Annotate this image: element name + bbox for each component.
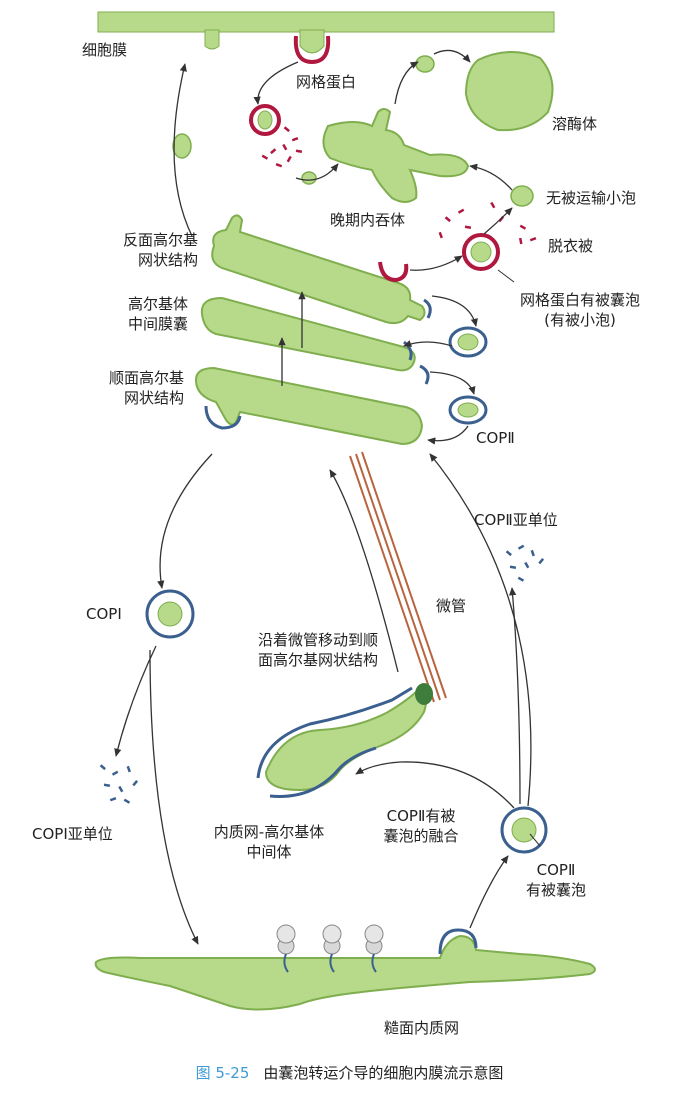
small-vesicle-upper xyxy=(301,171,317,185)
arrow-endosome-up xyxy=(394,61,419,105)
er-golgi-intermediate-compartment xyxy=(256,683,433,798)
plasma-membrane xyxy=(97,11,555,65)
lysosome xyxy=(415,50,554,132)
label-golgi-medial-line2: 中间膜囊 xyxy=(127,315,188,333)
label-clathrin-vesicle: 网格蛋白有被囊泡 (有被小泡) xyxy=(494,290,666,330)
label-copii-golgi: COPⅡ xyxy=(476,429,515,447)
arrow-trans-to-cop xyxy=(431,295,478,327)
label-golgi-medial-line1: 高尔基体 xyxy=(127,295,188,313)
label-plasma-membrane: 细胞膜 xyxy=(82,41,128,59)
clathrin-coat-membrane xyxy=(293,35,331,65)
figure-number: 图 5-25 xyxy=(195,1064,250,1082)
arrow-vesicle-to-endosome xyxy=(295,163,339,181)
label-ergic-line1: 内质网-高尔基体 xyxy=(213,823,325,841)
arrow-copii-to-cis xyxy=(429,453,532,807)
label-copii-coated-line2: 有被囊泡 xyxy=(525,881,586,899)
label-rough-er: 糙面内质网 xyxy=(384,1019,460,1037)
flow-arrows xyxy=(114,49,532,945)
trans-golgi-network xyxy=(211,214,426,325)
label-copii-coated-vesicle: COPⅡ 有被囊泡 xyxy=(506,860,606,900)
arrow-to-lysosome xyxy=(433,49,471,63)
cop-vesicle-golgi-1 xyxy=(448,326,488,358)
label-copii-fusion-line2: 囊泡的融合 xyxy=(383,827,459,845)
label-cis-golgi: 顺面高尔基 网状结构 xyxy=(80,368,184,408)
label-cis-golgi-line2: 网状结构 xyxy=(123,389,184,407)
label-lysosome: 溶酶体 xyxy=(552,115,598,133)
clathrin-fragments-upper xyxy=(261,126,303,168)
label-clathrin-vesicle-line2: (有被小泡) xyxy=(544,311,616,329)
arrow-copii-to-subunit xyxy=(509,587,521,805)
label-trans-golgi-line2: 网状结构 xyxy=(137,251,198,269)
vesicle-to-membrane xyxy=(172,133,192,159)
arrow-golgi-to-clathrin xyxy=(409,255,463,271)
uncoating-fragments xyxy=(438,201,537,245)
clathrin-vesicle-right xyxy=(462,233,500,271)
arrow-medial-to-cop xyxy=(429,371,476,395)
golgi-medial-cisterna xyxy=(200,296,416,372)
label-along-microtubule-line1: 沿着微管移动到顺 xyxy=(257,631,378,649)
arrow-clathrin-up xyxy=(483,207,513,235)
label-copii-fusion: COPⅡ有被 囊泡的融合 xyxy=(366,806,476,846)
copi-subunit-fragments xyxy=(99,764,139,804)
uncoated-vesicle xyxy=(510,185,534,207)
label-late-endosome: 晚期内吞体 xyxy=(330,211,406,229)
label-microtubule: 微管 xyxy=(436,597,467,615)
label-copi-subunit: COPⅠ亚单位 xyxy=(32,825,113,843)
arrow-membrane-to-vesicle xyxy=(253,61,299,105)
label-copi: COPⅠ xyxy=(86,605,122,623)
arrow-copii-to-ergic xyxy=(355,761,515,809)
ribosomes xyxy=(276,924,384,973)
copii-coated-vesicle xyxy=(500,806,548,854)
label-golgi-medial: 高尔基体 中间膜囊 xyxy=(84,294,188,334)
arrow-copi-to-subunit xyxy=(114,645,157,757)
arrow-cop-back-medial xyxy=(403,340,453,347)
label-copii-coated-line1: COPⅡ xyxy=(536,861,576,879)
cis-golgi-network xyxy=(194,366,424,446)
motor-protein xyxy=(415,683,433,705)
label-uncoating: 脱衣被 xyxy=(548,237,594,255)
clathrin-vesicle-upper xyxy=(249,104,281,136)
rough-endoplasmic-reticulum xyxy=(94,928,596,1011)
microtubule xyxy=(349,451,447,703)
label-cis-golgi-line1: 顺面高尔基 xyxy=(108,369,184,387)
label-trans-golgi: 反面高尔基 网状结构 xyxy=(84,230,198,270)
figure-caption: 图 5-25 由囊泡转运介导的细胞内膜流示意图 xyxy=(0,1062,699,1083)
label-clathrin-vesicle-line1: 网格蛋白有被囊泡 xyxy=(519,291,640,309)
late-endosome xyxy=(322,108,470,203)
figure-title: 由囊泡转运介导的细胞内膜流示意图 xyxy=(263,1064,504,1082)
copii-subunit-fragments xyxy=(505,544,545,582)
ribosome xyxy=(276,924,296,973)
label-copii-subunit: COPⅡ亚单位 xyxy=(474,511,558,529)
clathrin-coat-golgi xyxy=(378,261,409,283)
label-clathrin: 网格蛋白 xyxy=(296,73,357,91)
arrow-er-to-copii-vesicle xyxy=(469,855,509,929)
cop-vesicle-golgi-2 xyxy=(448,395,488,425)
label-ergic: 内质网-高尔基体 中间体 xyxy=(194,822,344,862)
arrow-ergic-to-cis xyxy=(329,469,399,673)
arrow-cis-to-copi xyxy=(157,453,213,589)
label-ergic-line2: 中间体 xyxy=(246,843,292,861)
copi-vesicle xyxy=(145,589,195,639)
ribosome xyxy=(322,924,342,973)
label-along-microtubule-line2: 面高尔基网状结构 xyxy=(257,651,378,669)
label-trans-golgi-line1: 反面高尔基 xyxy=(122,231,198,249)
label-along-microtubule: 沿着微管移动到顺 面高尔基网状结构 xyxy=(232,630,404,670)
arrow-cop-back-cis xyxy=(427,425,469,445)
ribosome xyxy=(364,924,384,973)
label-uncoated-vesicle: 无被运输小泡 xyxy=(546,189,637,207)
arrow-trans-to-membrane xyxy=(173,63,193,237)
arrow-uncoated-to-endosome xyxy=(469,163,513,191)
leader-lines xyxy=(497,269,541,847)
arrow-copi-to-er xyxy=(149,649,199,945)
label-copii-fusion-line1: COPⅡ有被 xyxy=(386,807,456,825)
